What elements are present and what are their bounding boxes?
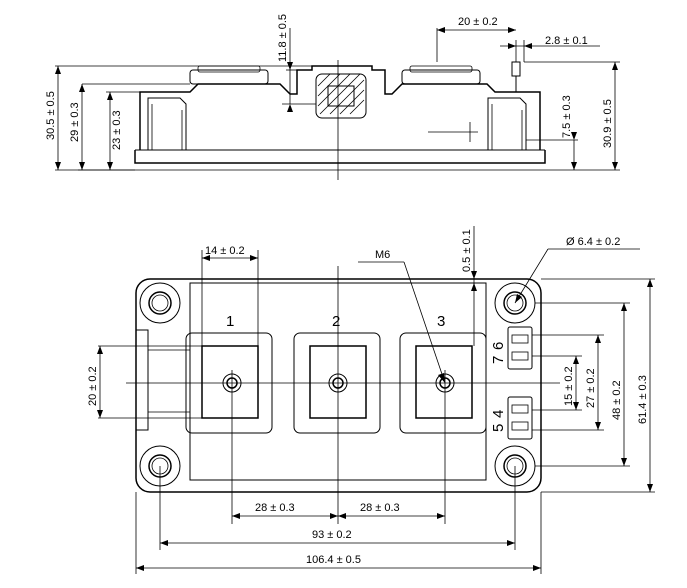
dim-hole: Ø 6.4 ± 0.2 <box>566 236 620 248</box>
dim-93: 93 ± 0.2 <box>312 529 352 541</box>
mounting-hole-top-left <box>139 282 181 324</box>
terminal-label-2: 2 <box>332 313 340 330</box>
aux-pins-4-5 <box>507 396 533 440</box>
dim-30-5: 30.5 ± 0.5 <box>45 91 57 140</box>
pin-label-5: 5 <box>490 424 507 432</box>
dim-11-8: 11.8 ± 0.5 <box>277 14 289 62</box>
dim-48: 48 ± 0.2 <box>611 380 623 420</box>
dim-28-left: 28 ± 0.3 <box>255 502 295 514</box>
dim-27: 27 ± 0.2 <box>585 368 597 408</box>
thread-label: M6 <box>375 249 390 261</box>
pin-label-6: 6 <box>490 342 507 350</box>
mounting-hole-top-right <box>494 282 536 324</box>
dim-20-vertical: 20 ± 0.2 <box>87 366 99 406</box>
dim-7-5: 7.5 ± 0.3 <box>561 95 573 138</box>
top-view: 1 2 3 6 7 4 5 14 ± 0.2 <box>87 226 655 574</box>
dim-14: 14 ± 0.2 <box>205 245 245 257</box>
terminal-label-3: 3 <box>437 313 445 330</box>
dim-2-8: 2.8 ± 0.1 <box>545 35 588 47</box>
pin-label-4: 4 <box>490 410 507 418</box>
dim-28-right: 28 ± 0.3 <box>360 502 400 514</box>
side-view: 11.8 ± 0.5 20 ± 0.2 2.8 ± 0.1 30.5 ± 0.5… <box>45 14 620 180</box>
dim-15: 15 ± 0.2 <box>563 366 575 406</box>
dim-30-9: 30.9 ± 0.5 <box>602 99 614 148</box>
aux-pins-6-7 <box>507 326 533 370</box>
dim-20: 20 ± 0.2 <box>458 16 498 28</box>
dim-106-4: 106.4 ± 0.5 <box>306 554 361 566</box>
terminal-label-1: 1 <box>226 313 234 330</box>
nut-hatching <box>317 73 365 115</box>
dim-0-5: 0.5 ± 0.1 <box>461 229 473 272</box>
dim-61-4: 61.4 ± 0.3 <box>637 375 649 424</box>
dim-29: 29 ± 0.3 <box>69 102 81 142</box>
dim-23: 23 ± 0.3 <box>111 110 123 150</box>
pin-label-7: 7 <box>490 356 507 364</box>
